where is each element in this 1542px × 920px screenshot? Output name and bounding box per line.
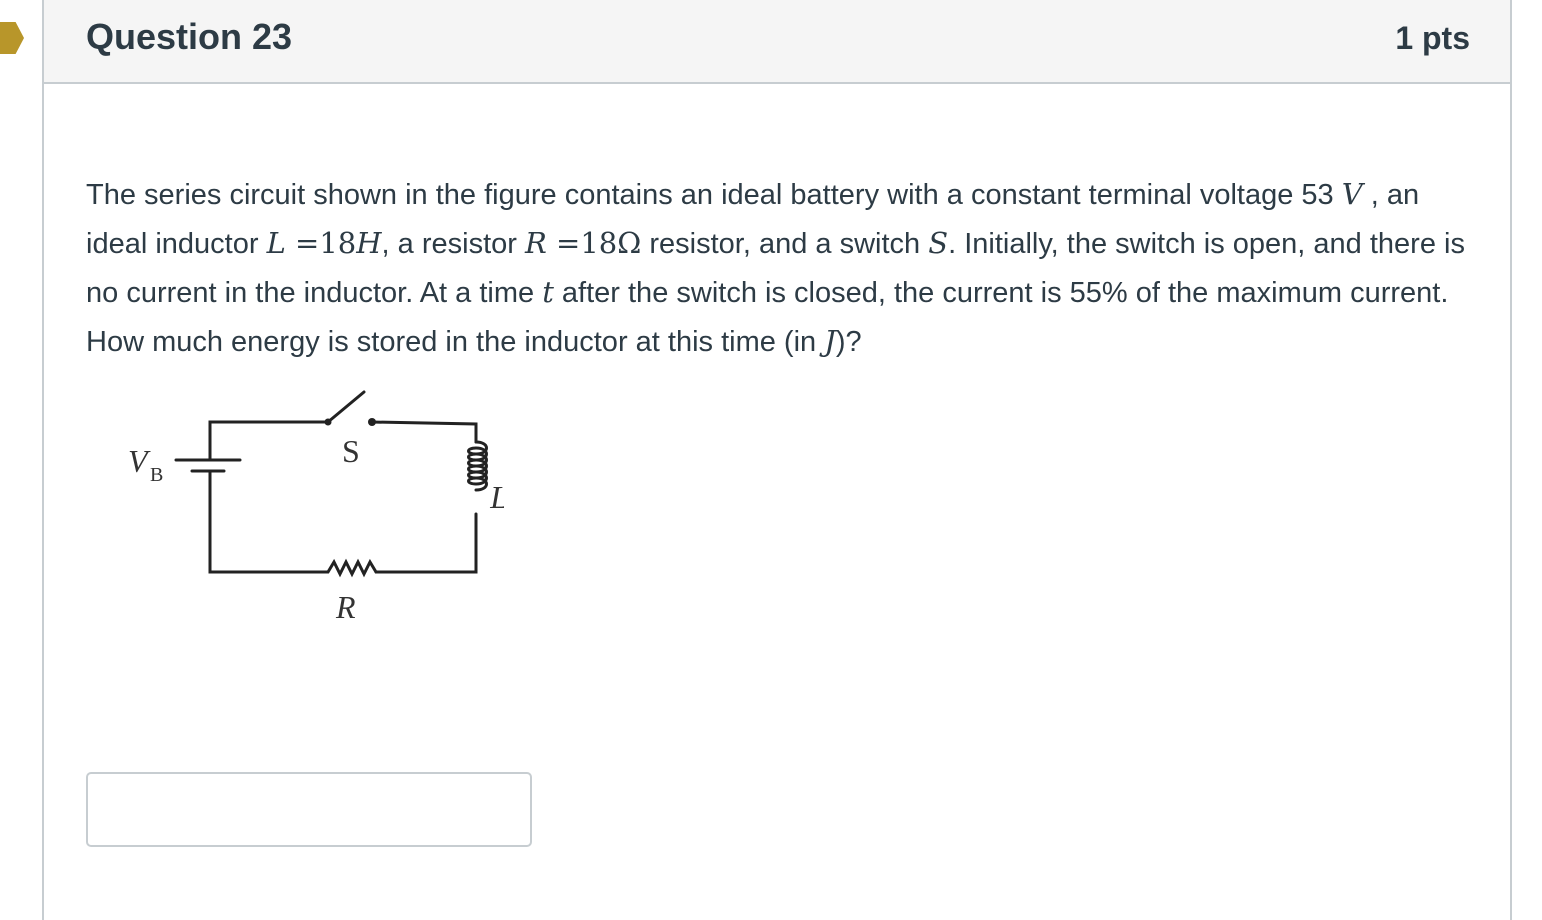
math-symbol: J [824, 324, 836, 358]
text-part: , an ideal inductor [86, 179, 1420, 260]
math-symbol: t [542, 275, 554, 309]
math-symbol: R [524, 226, 547, 260]
inductor-label: L [489, 479, 504, 515]
text-part: , a resistor [381, 228, 525, 260]
question-title: Question 23 [86, 16, 293, 57]
text-part: . Initially, the switch is open, and the… [86, 228, 1465, 309]
resistor-label: R [335, 589, 356, 625]
switch-label: S [342, 433, 360, 469]
bottom-left-wire [208, 469, 318, 574]
resistor-zigzag [314, 558, 378, 578]
math-symbol: V [1341, 177, 1363, 211]
question-points: 1 pts [1395, 20, 1470, 56]
battery-label-subscript: B [150, 464, 163, 486]
switch-pivot [324, 418, 332, 426]
question-card: Question 23 1 pts The series circuit sho… [42, 0, 1512, 920]
top-right-wire [370, 420, 478, 444]
answer-input[interactable] [86, 772, 532, 847]
circuit-diagram: V B S L R [128, 390, 504, 625]
text-part: The series circuit shown in the figure c… [86, 179, 1342, 211]
math-expression: =18Ω [546, 226, 642, 260]
inductor-coil [467, 440, 488, 492]
math-symbol: S [928, 226, 949, 260]
switch-contact [368, 418, 376, 426]
bottom-right-wire [374, 512, 478, 574]
math-symbol: L [266, 226, 286, 260]
battery-label: V [128, 443, 151, 479]
math-expression: =18 [285, 226, 357, 260]
bookmark-flag-icon[interactable] [0, 22, 24, 54]
text-part: after the switch is closed, the current … [86, 277, 1449, 358]
math-symbol: H [356, 226, 382, 260]
text-part: resistor, and a switch [641, 228, 929, 260]
top-left-wire [208, 420, 330, 462]
question-header: Question 23 1 pts [44, 0, 1510, 84]
switch-blade [326, 390, 366, 424]
question-text: The series circuit shown in the figure c… [86, 170, 1486, 366]
text-part: )? [835, 326, 862, 358]
